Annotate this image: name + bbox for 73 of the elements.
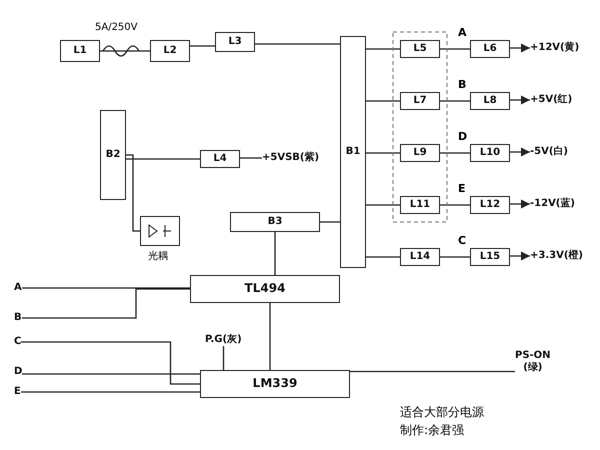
wire: [366, 256, 400, 258]
inductor-box: L9: [400, 144, 440, 162]
inductor-box: L5: [400, 40, 440, 58]
terminal-label: +12V(黄): [530, 42, 580, 54]
wire: [350, 370, 515, 372]
wire: [440, 48, 470, 50]
wire: [22, 287, 190, 289]
point-letter: C: [458, 234, 466, 247]
wire: [255, 43, 340, 45]
inductor-box: L1: [60, 40, 100, 62]
wire: [320, 221, 340, 223]
transformer-box: B2: [100, 110, 126, 200]
note-text: 制作:余君强: [400, 422, 464, 439]
wire: [190, 45, 215, 47]
ic-box: LM339: [200, 370, 350, 398]
point-letter: A: [458, 26, 467, 39]
wire: [269, 303, 271, 370]
wire: [21, 341, 200, 385]
wire: [22, 288, 190, 319]
wire: [21, 391, 200, 393]
point-letter: B: [458, 78, 466, 91]
inductor-box: L7: [400, 92, 440, 110]
terminal-label: +3.3V(橙): [530, 250, 583, 262]
wire: [440, 100, 470, 102]
connector-label: A: [14, 282, 22, 294]
wire: [222, 346, 224, 370]
note-text: 适合大部分电源: [400, 404, 484, 421]
inductor-box: L10: [470, 144, 510, 162]
optocoupler-box: [140, 216, 180, 246]
arrow: [510, 43, 530, 53]
connector-label: E: [14, 386, 21, 398]
inductor-box: L4: [200, 150, 240, 168]
ic-box: TL494: [190, 275, 340, 303]
arrow: [510, 251, 530, 261]
wire: [440, 256, 470, 258]
node-label: 光耦: [148, 250, 168, 263]
inductor-box: L14: [400, 248, 440, 266]
point-letter: E: [458, 182, 466, 195]
wire: [366, 100, 400, 102]
terminal-label: +5VSB(紫): [262, 152, 320, 164]
inductor-box: L6: [470, 40, 510, 58]
arrow: [510, 199, 530, 209]
point-letter: D: [458, 130, 468, 143]
wire: [22, 373, 200, 375]
arrow: [510, 147, 530, 157]
terminal-label: -12V(蓝): [530, 198, 575, 210]
transformer-box: B3: [230, 212, 320, 232]
wire: [366, 152, 400, 154]
wire: [126, 154, 140, 232]
wire: [440, 204, 470, 206]
fuse-label: 5A/250V: [95, 22, 138, 33]
terminal-label: P.G(灰): [205, 334, 242, 346]
transformer-box: B1: [340, 36, 366, 268]
inductor-box: L15: [470, 248, 510, 266]
wire: [100, 50, 150, 52]
wire: [366, 48, 400, 50]
wire: [274, 232, 276, 275]
terminal-label: PS-ON (绿): [515, 350, 551, 373]
wire: [240, 157, 262, 159]
inductor-box: L8: [470, 92, 510, 110]
connector-label: B: [14, 312, 22, 324]
connector-label: C: [14, 336, 22, 348]
wire: [440, 152, 470, 154]
inductor-box: L2: [150, 40, 190, 62]
inductor-box: L3: [215, 32, 255, 52]
connector-label: D: [14, 366, 22, 378]
arrow: [510, 95, 530, 105]
wire: [126, 158, 200, 160]
terminal-label: +5V(红): [530, 94, 572, 106]
wire: [366, 204, 400, 206]
terminal-label: -5V(白): [530, 146, 568, 158]
inductor-box: L11: [400, 196, 440, 214]
inductor-box: L12: [470, 196, 510, 214]
